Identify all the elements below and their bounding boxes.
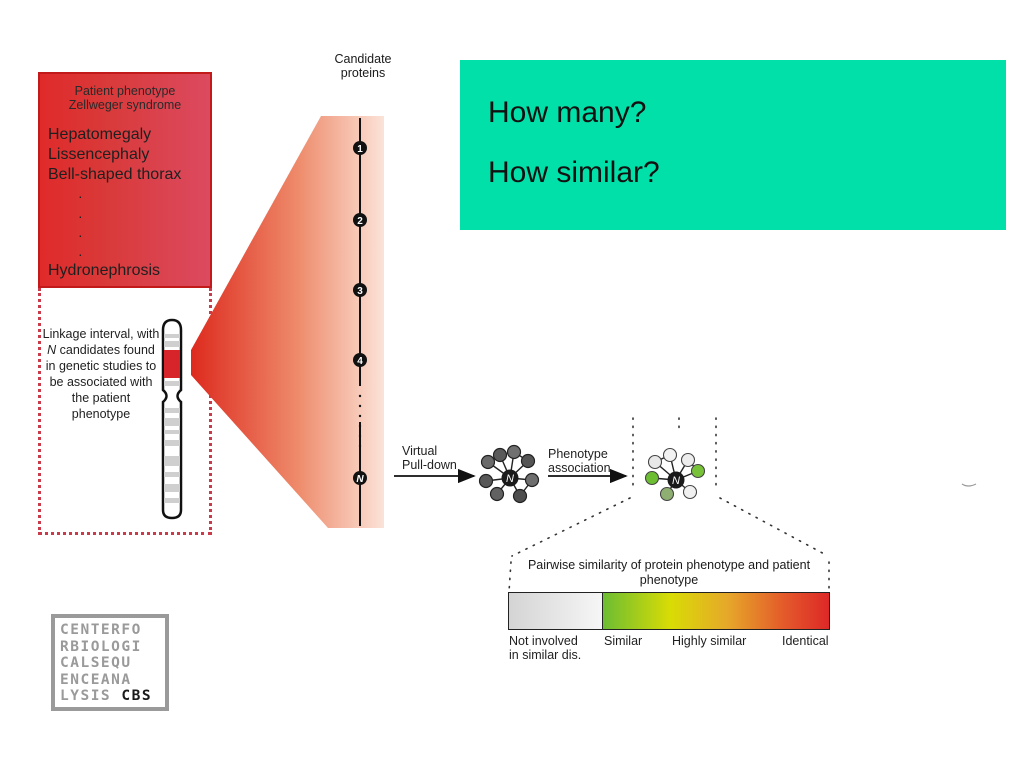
hub-label: N xyxy=(672,475,680,487)
title-line: Candidate xyxy=(334,52,392,66)
label-line: Pull-down xyxy=(402,458,457,472)
label-line: in similar dis. xyxy=(509,648,582,662)
cbs-brand: CBS xyxy=(121,688,153,704)
syndrome-heading: Zellweger syndrome xyxy=(68,98,182,112)
label-identical: Identical xyxy=(782,634,829,648)
marker-label: 4 xyxy=(357,356,363,367)
label-highly-similar: Highly similar xyxy=(672,634,747,648)
similarity-scale-bar xyxy=(508,592,830,630)
patient-phenotype-box: Patient phenotype Zellweger syndrome Hep… xyxy=(38,72,212,288)
logo-row-last: LYSIS CBS xyxy=(60,688,152,705)
marker-label: 1 xyxy=(357,144,363,155)
similarity-scale-title: Pairwise similarity of protein phenotype… xyxy=(508,558,830,588)
similarity-gradient-segment xyxy=(603,593,829,629)
candidate-marker-1: 1 xyxy=(353,141,367,155)
not-involved-segment xyxy=(509,593,603,629)
symptom-item: Bell-shaped thorax xyxy=(48,166,182,183)
title-line: phenotype xyxy=(639,573,699,587)
candidate-protein-axis xyxy=(358,118,362,526)
pulldown-label: Virtual Pull-down xyxy=(402,444,457,472)
ellipsis-dot: · xyxy=(78,227,83,243)
linkage-text-part: Linkage interval, with xyxy=(42,327,160,341)
symptom-item: Hydronephrosis xyxy=(48,262,161,279)
label-line: Virtual xyxy=(402,444,438,458)
candidate-marker-4: 4 xyxy=(353,353,367,367)
expansion-cone xyxy=(191,116,384,528)
chromosome xyxy=(161,318,183,520)
marker-label: 3 xyxy=(357,286,363,297)
phenotype-network: N xyxy=(644,447,706,502)
candidate-marker-n: N xyxy=(353,471,367,485)
label-line: Not involved xyxy=(509,634,578,648)
candidate-marker-3: 3 xyxy=(353,283,367,297)
ellipsis-dot: · xyxy=(78,246,83,262)
symptom-item: Hepatomegaly xyxy=(48,126,152,143)
linkage-text-part: candidates found in genetic studies to b… xyxy=(45,343,157,421)
decorative-arc xyxy=(961,483,977,487)
phenotype-heading: Patient phenotype xyxy=(74,84,176,98)
label-line: association xyxy=(548,461,611,475)
logo-row-prefix: LYSIS xyxy=(60,688,122,704)
linkage-interval-box xyxy=(38,288,212,535)
label-line: Phenotype xyxy=(548,447,608,461)
title-line: proteins xyxy=(340,66,386,80)
label-similar: Similar xyxy=(604,634,643,648)
logo-row: CENTERFO xyxy=(60,622,142,638)
candidate-marker-2: 2 xyxy=(353,213,367,227)
candidate-proteins-title: Candidate proteins xyxy=(323,52,403,80)
association-label: Phenotype association xyxy=(548,447,611,475)
zoom-guides xyxy=(508,417,830,593)
hub-label: N xyxy=(506,473,514,485)
symptom-item: Lissencephaly xyxy=(48,146,150,163)
marker-label: 2 xyxy=(357,216,363,227)
label-not-involved: Not involved in similar dis. xyxy=(509,634,581,662)
logo-row: ENCEANA xyxy=(60,671,132,688)
question-panel: How many? How similar? xyxy=(460,60,1006,230)
question-how-similar: How similar? xyxy=(488,156,660,189)
ellipsis-dot: · xyxy=(78,208,83,224)
question-how-many: How many? xyxy=(488,96,647,129)
linkage-description: Linkage interval, with N candidates foun… xyxy=(42,326,160,422)
ellipsis-dot: · xyxy=(78,188,83,204)
logo-row: RBIOLOGI xyxy=(60,638,142,655)
pulldown-network: N xyxy=(478,444,540,504)
marker-label: N xyxy=(356,474,364,485)
logo-row: CALSEQU xyxy=(60,655,132,671)
linkage-n-italic: N xyxy=(47,343,57,357)
title-line: Pairwise similarity of protein phenotype… xyxy=(527,558,811,572)
